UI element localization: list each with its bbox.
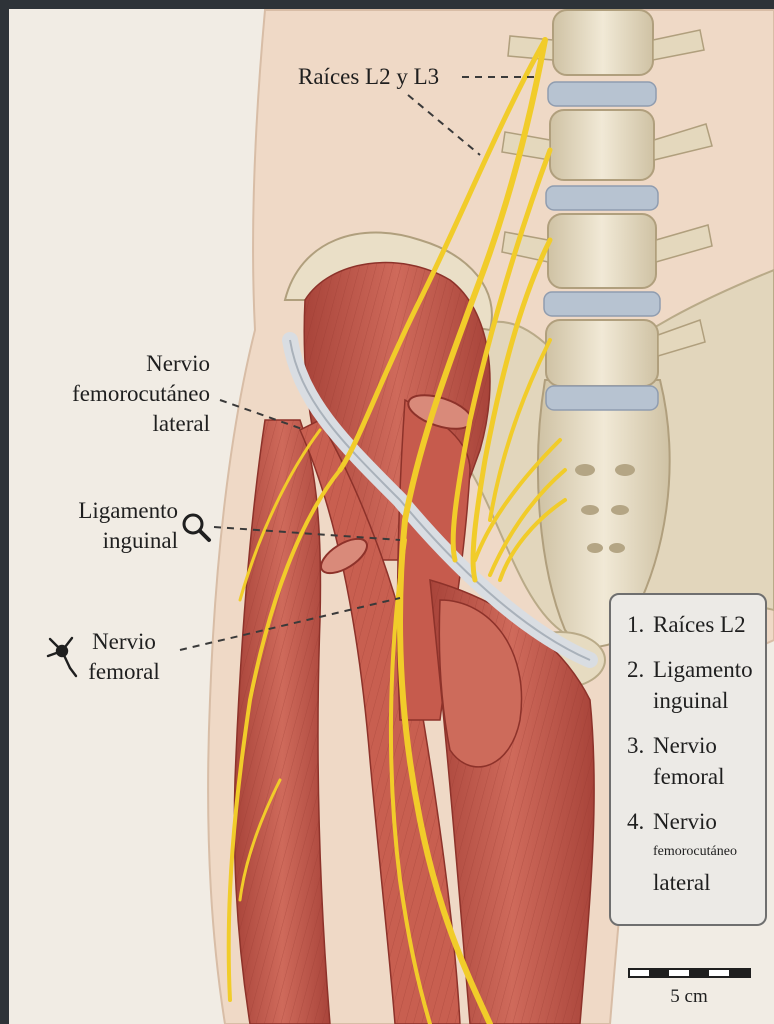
legend-item-line: lateral <box>653 870 711 895</box>
neuron-icon <box>46 636 78 678</box>
label-femorocutaneo-line1: Nervio <box>146 351 210 376</box>
legend-item-line: Nervio <box>653 733 717 758</box>
legend-item: 3. Nervio femoral <box>627 730 757 792</box>
legend-item-number: 4. <box>627 809 645 834</box>
label-femoral: Nervio femoral <box>76 627 172 687</box>
scale-bar-graphic <box>628 968 751 978</box>
legend-item: 1. Raíces L2 <box>627 609 757 640</box>
label-raices: Raíces L2 y L3 <box>298 64 440 89</box>
legend-item-line: femoral <box>653 764 725 789</box>
legend-item-number: 3. <box>627 733 645 758</box>
pointer-lines <box>179 76 537 651</box>
scale-bar-label: 5 cm <box>670 986 708 1007</box>
frame-border-left <box>0 0 9 1024</box>
nerves <box>226 37 567 1024</box>
label-femorocutaneo-line2: femorocutáneo <box>72 381 210 406</box>
legend-item-text: Nervio femorocutáneo lateral <box>653 806 737 898</box>
label-ligamento-line1: Ligamento <box>78 498 178 523</box>
legend-item-line: Raíces L2 <box>653 612 746 637</box>
magnifier-icon <box>182 513 211 542</box>
legend-item-text: Ligamento inguinal <box>653 654 753 716</box>
legend-box: 1. Raíces L2 2. Ligamento inguinal 3. Ne… <box>609 593 767 926</box>
legend-item-line: Ligamento <box>653 657 753 682</box>
legend-item: 4. Nervio femorocutáneo lateral <box>627 806 757 898</box>
pectineus-bulge <box>438 599 523 768</box>
label-femorocutaneo: Nervio femorocutáneo lateral <box>40 349 210 439</box>
legend-item-text: Raíces L2 <box>653 609 746 640</box>
legend-item-number: 2. <box>627 657 645 682</box>
cut-tendon-small <box>320 537 368 575</box>
legend-item-text: Nervio femoral <box>653 730 725 792</box>
sacral-foramina <box>575 464 635 553</box>
legend-item-number: 1. <box>627 612 645 637</box>
label-femorocutaneo-line3: lateral <box>152 411 210 436</box>
frame-border-top <box>0 0 774 9</box>
legend-item: 2. Ligamento inguinal <box>627 654 757 716</box>
legend-item-line: inguinal <box>653 688 729 713</box>
label-femoral-line1: Nervio <box>92 629 156 654</box>
legend-item-line: femorocutáneo <box>653 844 737 859</box>
legend-item-line: Nervio <box>653 809 717 834</box>
label-femoral-line2: femoral <box>88 659 160 684</box>
scale-bar: 5 cm <box>627 966 751 1016</box>
label-ligamento: Ligamento inguinal <box>50 496 178 556</box>
label-ligamento-line2: inguinal <box>102 528 178 553</box>
